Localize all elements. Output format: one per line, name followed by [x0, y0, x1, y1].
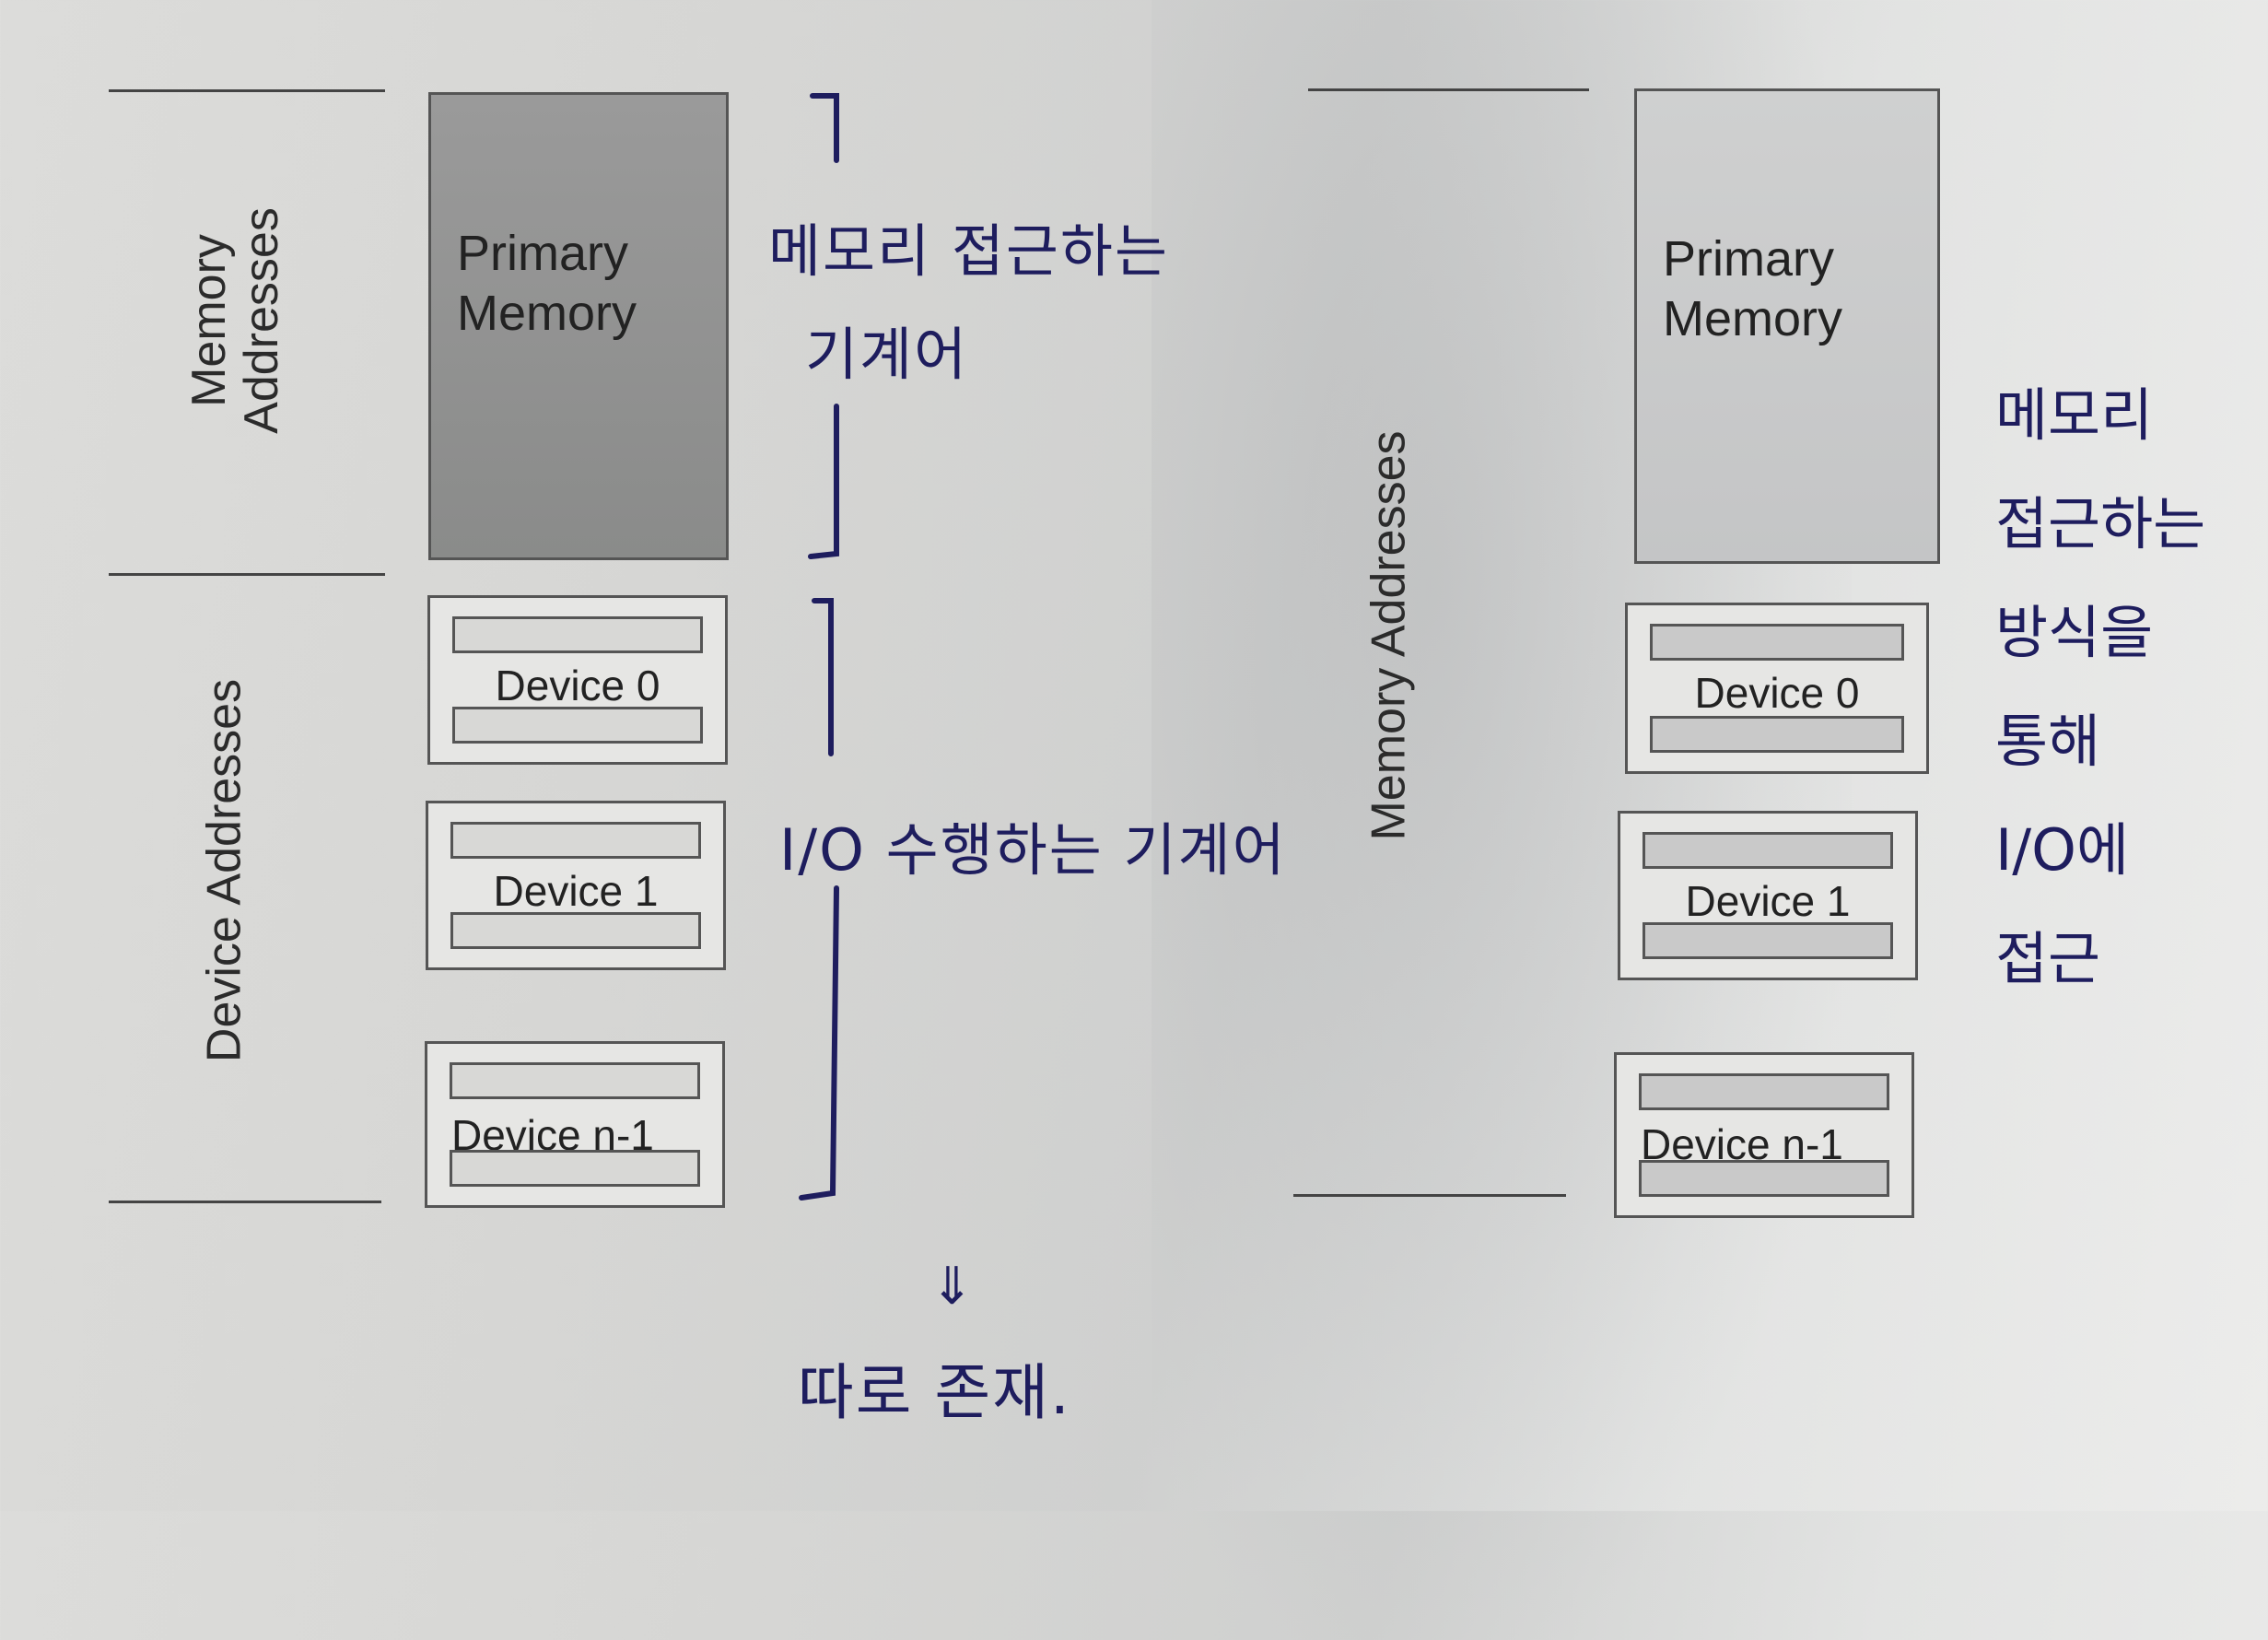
- primary-memory-line1: Primary: [457, 226, 628, 281]
- device-register-bar: [450, 1150, 700, 1187]
- right-device-0-label: Device 0: [1694, 669, 1860, 717]
- note-right-line1: 메모리: [1995, 381, 2154, 449]
- right-device-1-block: Device 1: [1618, 811, 1918, 980]
- device-1-label: Device 1: [493, 867, 659, 915]
- device-register-bar: [452, 707, 703, 744]
- primary-memory-line2: Memory: [457, 285, 637, 341]
- right-primary-memory-line1: Primary: [1663, 231, 1834, 287]
- right-primary-memory-block: Primary Memory: [1634, 88, 1940, 564]
- io-bracket: [794, 590, 849, 1216]
- note-io-instruction: I/O 수행하는 기계어: [779, 816, 1287, 884]
- device-register-bar: [1643, 832, 1893, 869]
- note-right-line4: 통해: [1995, 708, 2101, 775]
- memory-addresses-label-line1: Memory Addresses: [181, 207, 288, 434]
- left-divider-middle: [109, 573, 385, 576]
- primary-memory-block: Primary Memory: [428, 92, 729, 560]
- right-memory-addresses-label-text: Memory Addresses: [1362, 430, 1416, 841]
- right-device-0-block: Device 0: [1625, 603, 1929, 774]
- device-n-1-block: Device n-1: [425, 1041, 725, 1208]
- device-register-bar: [450, 912, 701, 949]
- left-divider-bottom: [109, 1201, 381, 1203]
- device-0-block: Device 0: [427, 595, 728, 765]
- note-right-line5: I/O에: [1995, 816, 2130, 884]
- note-right-line2: 접근하는: [1995, 490, 2206, 557]
- device-0-label: Device 0: [495, 662, 661, 709]
- note-right-line3: 방식을: [1995, 599, 2154, 666]
- device-register-bar: [450, 822, 701, 859]
- note-right-line6: 접근: [1995, 925, 2101, 992]
- right-device-1-label: Device 1: [1685, 877, 1851, 925]
- right-device-n-1-block: Device n-1: [1614, 1052, 1914, 1218]
- note-separate: 따로 존재.: [798, 1357, 1071, 1428]
- device-register-bar: [1650, 624, 1904, 661]
- device-register-bar: [1639, 1160, 1889, 1197]
- note-memory-access-line1: 메모리 접근하는: [768, 217, 1169, 285]
- device-register-bar: [452, 616, 703, 653]
- note-memory-access-line2: 기계어: [805, 321, 969, 388]
- device-register-bar: [1650, 716, 1904, 753]
- device-1-block: Device 1: [426, 801, 726, 970]
- device-addresses-label: Device Addresses: [197, 678, 251, 1063]
- memory-addresses-label: Memory Addresses: [181, 207, 288, 434]
- note-arrow: ⇓: [930, 1257, 976, 1317]
- right-memory-addresses-label: Memory Addresses: [1362, 430, 1415, 840]
- note-right-column: 메모리 접근하는 방식을 통해 I/O에 접근: [1995, 361, 2205, 1013]
- right-primary-memory-line2: Memory: [1663, 290, 1843, 346]
- right-divider-bottom: [1293, 1194, 1566, 1197]
- right-divider-top: [1308, 88, 1589, 91]
- device-register-bar: [1643, 922, 1893, 959]
- device-register-bar: [1639, 1073, 1889, 1110]
- device-addresses-label-text: Device Addresses: [197, 678, 251, 1063]
- left-divider-top: [109, 89, 385, 92]
- memory-bracket: [803, 88, 859, 568]
- device-register-bar: [450, 1062, 700, 1099]
